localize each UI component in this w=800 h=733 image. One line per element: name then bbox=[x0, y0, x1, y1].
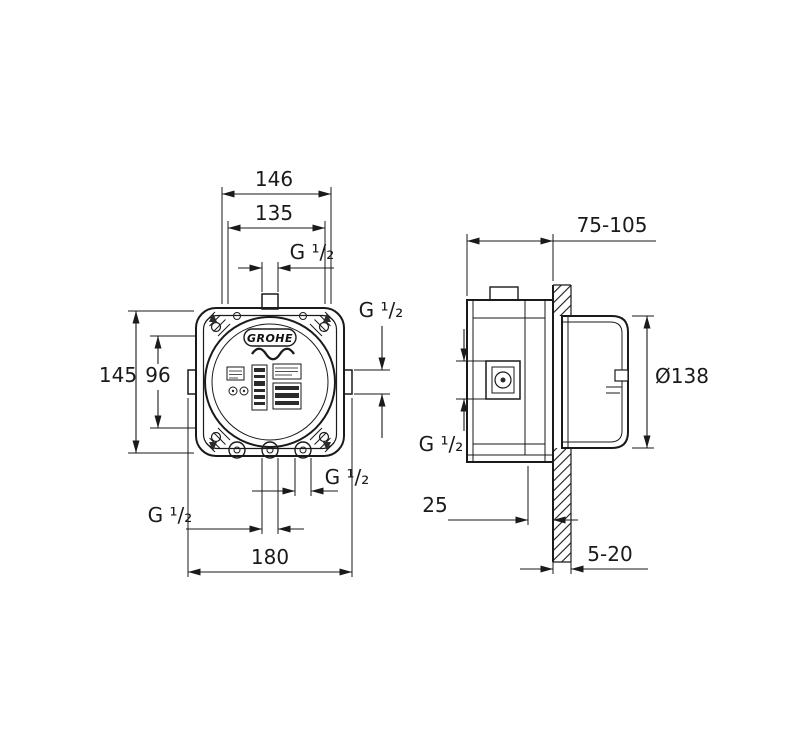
mounting-box-side bbox=[466, 286, 554, 463]
dim-thread-bottom-right-label: G ¹/₂ bbox=[325, 465, 370, 489]
dim-thread-bottom-left: G ¹/₂ bbox=[148, 458, 304, 534]
wall-hatch-bottom bbox=[553, 448, 571, 562]
dim-width-outer-label: 146 bbox=[255, 167, 293, 191]
adjuster-knob-dot bbox=[242, 389, 246, 393]
screw-hole bbox=[210, 431, 222, 443]
dim-cover-diameter: Ø138 bbox=[632, 315, 709, 449]
dial-inner-circle bbox=[211, 323, 329, 441]
box-inner-frame bbox=[202, 314, 338, 450]
brand-wave-icon bbox=[251, 347, 295, 361]
inner-label-wide-lines bbox=[275, 367, 298, 376]
small-hole bbox=[299, 312, 307, 320]
adjuster-knob-dot bbox=[231, 389, 235, 393]
dim-box-depth-label: 25 bbox=[422, 493, 447, 517]
inner-label-small-lines bbox=[229, 370, 242, 379]
dim-finish-thickness: 5-20 bbox=[520, 542, 648, 574]
dim-height-outer-label: 145 bbox=[99, 363, 137, 387]
inner-label-block-stripes bbox=[275, 386, 299, 405]
rough-in-dial: GROHE bbox=[204, 316, 336, 448]
screw-hole bbox=[318, 431, 330, 443]
dim-thread-side: G ¹/₂ bbox=[419, 329, 486, 456]
dim-box-depth: 25 bbox=[422, 466, 578, 525]
box-outer-frame bbox=[195, 307, 345, 457]
dim-width-inner-label: 135 bbox=[255, 201, 293, 225]
dim-thread-top: G ¹/₂ bbox=[238, 240, 334, 292]
side-port-center bbox=[500, 377, 506, 383]
cover-plate-outlet bbox=[614, 369, 629, 382]
box-side-structure bbox=[467, 300, 553, 462]
inner-label-wide bbox=[272, 363, 302, 380]
side-port-thread bbox=[494, 371, 512, 389]
dim-width-total-label: 180 bbox=[251, 545, 289, 569]
dim-thread-top-label: G ¹/₂ bbox=[290, 240, 335, 264]
top-port-side bbox=[489, 286, 519, 301]
dim-thread-bottom-left-label: G ¹/₂ bbox=[148, 503, 193, 527]
inner-label-small bbox=[226, 366, 245, 381]
bottom-port-center bbox=[261, 441, 279, 459]
adjuster-knob bbox=[239, 386, 249, 396]
wall-caps bbox=[553, 284, 571, 563]
bottom-port-left-bore bbox=[233, 446, 241, 454]
cover-plate-side bbox=[561, 315, 629, 449]
dim-height-inner-label: 96 bbox=[145, 363, 170, 387]
mounting-box-front bbox=[187, 293, 353, 459]
right-side-port bbox=[343, 369, 353, 395]
dim-thread-right-label: G ¹/₂ bbox=[359, 298, 404, 322]
side-view: 75-105 Ø138 G ¹/₂ 25 5-20 bbox=[419, 213, 709, 574]
dim-finish-thickness-label: 5-20 bbox=[587, 542, 632, 566]
side-port-boss-inner bbox=[491, 366, 515, 394]
front-view: GROHE 146 135 bbox=[99, 167, 403, 577]
bottom-port-right-bore bbox=[299, 446, 307, 454]
bottom-port-right bbox=[294, 441, 312, 459]
cover-plate-detail-lines bbox=[606, 386, 622, 394]
inner-label-tall bbox=[251, 364, 268, 411]
dim-thread-right: G ¹/₂ bbox=[354, 298, 403, 438]
cover-plate-outline bbox=[561, 315, 629, 449]
adjuster-knob bbox=[228, 386, 238, 396]
top-port-stub bbox=[261, 293, 279, 310]
dim-height-inner: 96 bbox=[145, 335, 196, 429]
screw-hole bbox=[318, 321, 330, 333]
dim-width-total: 180 bbox=[187, 398, 353, 577]
cover-plate-inner bbox=[562, 316, 623, 448]
dim-cover-diameter-label: Ø138 bbox=[655, 364, 709, 388]
left-side-port bbox=[187, 369, 197, 395]
dim-install-depth-label: 75-105 bbox=[577, 213, 648, 237]
inner-label-block bbox=[272, 382, 302, 410]
dim-width-inner: 135 bbox=[227, 201, 326, 304]
screw-hole bbox=[210, 321, 222, 333]
brand-label: GROHE bbox=[247, 332, 293, 345]
dim-height-outer: 145 bbox=[99, 310, 194, 454]
small-hole bbox=[233, 312, 241, 320]
dim-width-outer: 146 bbox=[221, 167, 332, 304]
dial-outer-circle bbox=[204, 316, 336, 448]
inner-label-tall-stripes bbox=[254, 368, 265, 405]
bottom-port-left bbox=[228, 441, 246, 459]
brand-badge bbox=[243, 328, 297, 347]
wall-hatch-top bbox=[553, 285, 571, 316]
dim-install-depth: 75-105 bbox=[466, 213, 656, 296]
dim-thread-side-label: G ¹/₂ bbox=[419, 432, 464, 456]
dim-thread-bottom-right: G ¹/₂ bbox=[252, 458, 369, 496]
